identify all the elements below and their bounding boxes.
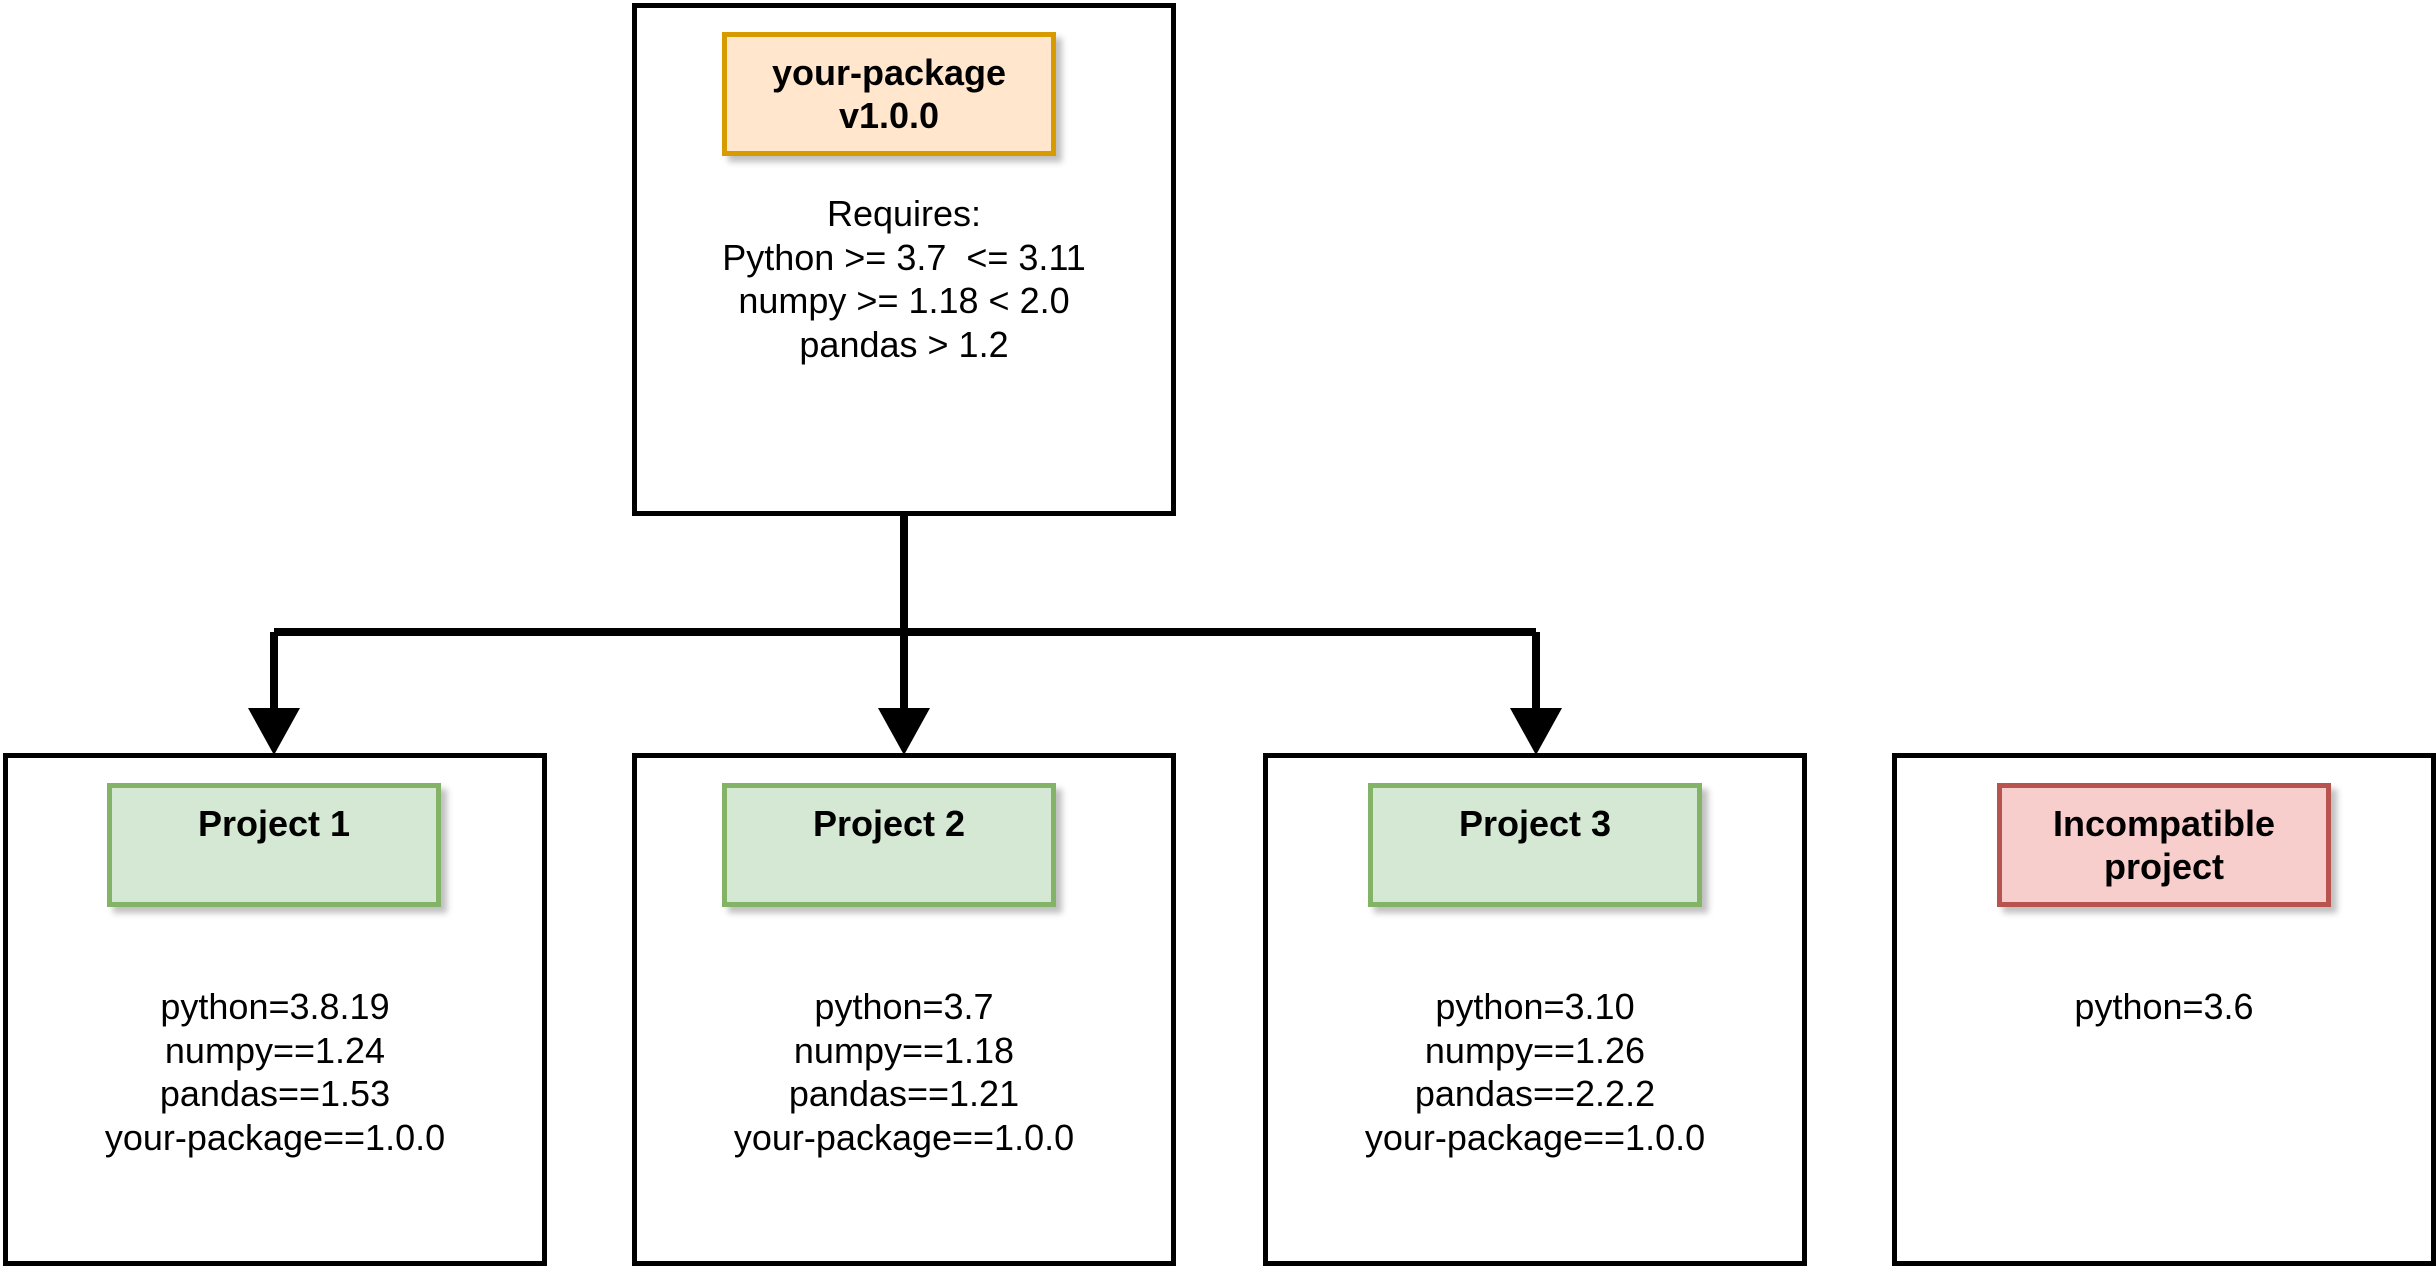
dep-python: python=3.10 — [1435, 986, 1635, 1027]
requirement-python: Python >= 3.7 <= 3.11 — [722, 236, 1086, 278]
incompatible-title-line-1: Incompatible — [2052, 803, 2276, 844]
dep-pandas: pandas==1.21 — [788, 1073, 1020, 1114]
arrowhead-project-1 — [248, 708, 300, 755]
dep-numpy: numpy==1.18 — [793, 1029, 1015, 1071]
project-2-label: Project 2 — [722, 783, 1056, 907]
dep-pandas: pandas==1.53 — [159, 1073, 391, 1114]
arrowhead-project-3 — [1510, 708, 1562, 755]
project-2-deps: python=3.7 numpy==1.18 pandas==1.21 your… — [632, 985, 1176, 1159]
dep-python: python=3.7 — [814, 986, 994, 1027]
package-label: your-package v1.0.0 — [722, 32, 1056, 156]
dep-your-package: your-package==1.0.0 — [104, 1116, 446, 1158]
package-requirements: Requires: Python >= 3.7 <= 3.11 numpy >=… — [632, 192, 1176, 366]
incompatible-project-label: Incompatible project — [1997, 783, 2331, 907]
requires-title: Requires: — [826, 193, 982, 234]
requirement-pandas: pandas > 1.2 — [799, 323, 1009, 365]
project-3-deps: python=3.10 numpy==1.26 pandas==2.2.2 yo… — [1263, 985, 1807, 1159]
dep-your-package: your-package==1.0.0 — [1364, 1116, 1706, 1158]
dep-numpy: numpy==1.24 — [164, 1029, 386, 1071]
dep-pandas: pandas==2.2.2 — [1414, 1073, 1656, 1114]
dep-your-package: your-package==1.0.0 — [733, 1116, 1075, 1158]
incompatible-title-line-2: project — [2103, 846, 2225, 887]
package-name: your-package — [771, 52, 1007, 93]
dep-python: python=3.8.19 — [160, 986, 390, 1027]
incompatible-project-deps: python=3.6 — [1892, 985, 2436, 1029]
dep-numpy: numpy==1.26 — [1424, 1029, 1646, 1071]
project-1-deps: python=3.8.19 numpy==1.24 pandas==1.53 y… — [3, 985, 547, 1159]
package-version: v1.0.0 — [838, 95, 940, 136]
project-3-box — [1263, 753, 1807, 1266]
requirement-numpy: numpy >= 1.18 < 2.0 — [738, 280, 1070, 321]
arrowhead-project-2 — [878, 708, 930, 755]
project-1-label: Project 1 — [107, 783, 441, 907]
dep-python: python=3.6 — [2074, 986, 2254, 1027]
project-3-label: Project 3 — [1368, 783, 1702, 907]
